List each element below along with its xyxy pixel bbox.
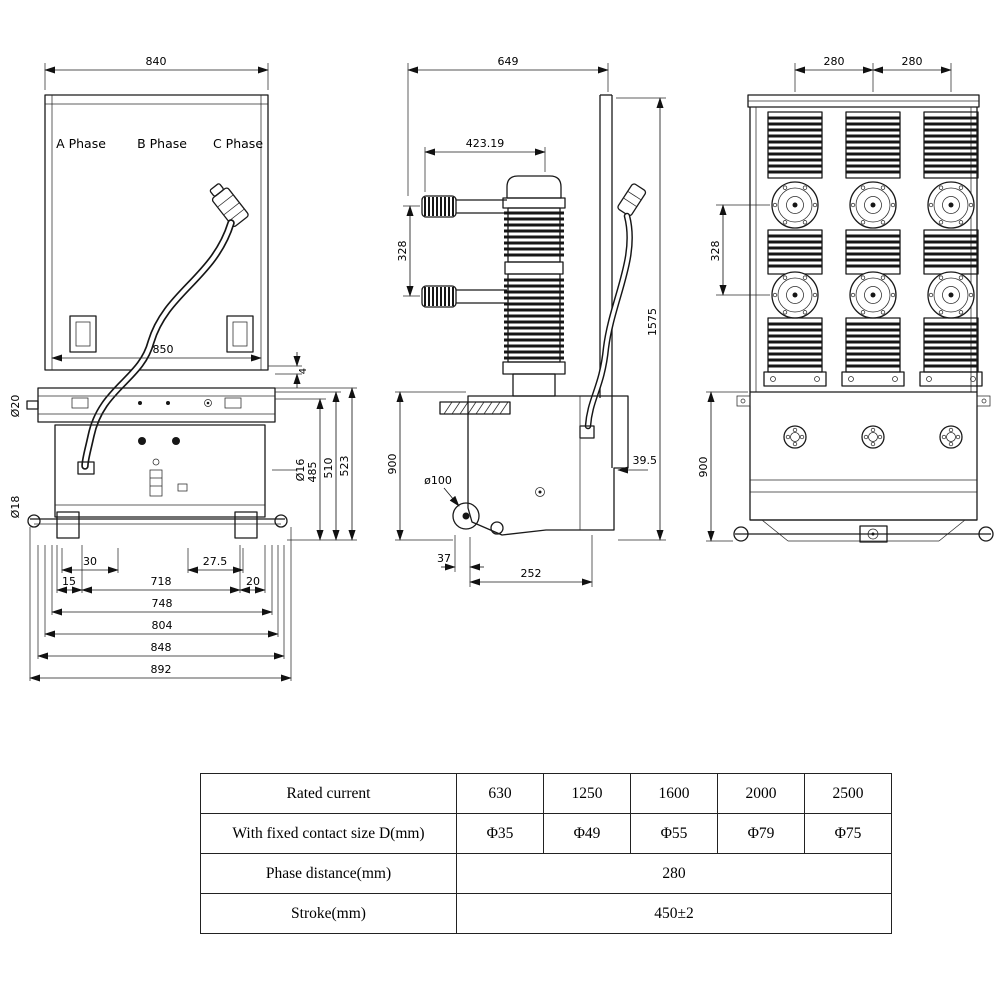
dim-485-label: 485: [306, 462, 319, 483]
front-bottom-dims: 30 27.5 15 718 20 748 804 848 892: [29, 527, 292, 682]
side-dim-dia100: ø100: [424, 474, 460, 507]
phase-distance-label: Phase distance(mm): [200, 853, 457, 894]
rear-fan-a: [783, 425, 807, 449]
rated-current-value-4: 2000: [717, 773, 805, 814]
contact-size-value-5: Φ75: [804, 813, 892, 854]
side-lower-frame: [439, 395, 629, 536]
spec-table: Rated current 630 1250 1600 2000 2500 Wi…: [200, 773, 892, 934]
spec-table-container: Rated current 630 1250 1600 2000 2500 Wi…: [200, 773, 892, 934]
dim-39-5-label: 39.5: [633, 454, 658, 467]
dim-dia18-label: Ø18: [9, 496, 22, 519]
dim-848-label: 848: [151, 641, 172, 654]
side-dim-1575: 1575: [616, 97, 666, 541]
dim-900-rear-label: 900: [697, 457, 710, 478]
front-right-dims: Ø16 485 510 523: [272, 387, 357, 541]
front-base-frame: [26, 387, 288, 539]
dim-1575-label: 1575: [646, 308, 659, 336]
rear-pole-c: [918, 110, 984, 388]
side-dim-42319: 423.19: [424, 137, 546, 192]
front-dim-840: 840: [44, 55, 269, 90]
contact-size-value-4: Φ79: [717, 813, 805, 854]
phase-distance-value: 280: [456, 853, 892, 894]
spec-row-stroke: Stroke(mm) 450±2: [200, 893, 892, 934]
front-view: 840 A Phase B Phase C Phase: [9, 55, 357, 682]
dim-900-side-label: 900: [386, 454, 399, 475]
dim-15-label: 15: [62, 575, 76, 588]
dim-804-label: 804: [152, 619, 173, 632]
front-cabinet: A Phase B Phase C Phase 850: [44, 94, 269, 475]
phase-a-label: A Phase: [56, 136, 106, 151]
spec-row-contact-size: With fixed contact size D(mm) Φ35 Φ49 Φ5…: [200, 813, 892, 854]
dim-4-label: 4: [298, 368, 309, 374]
dim-523-label: 523: [338, 456, 351, 477]
stroke-value: 450±2: [456, 893, 892, 934]
dim-37-label: 37: [437, 552, 451, 565]
dim-892-label: 892: [151, 663, 172, 676]
side-pole: [502, 175, 566, 397]
dim-dia100-label: ø100: [424, 474, 452, 487]
dim-42319-label: 423.19: [466, 137, 505, 150]
dim-840-label: 840: [146, 55, 167, 68]
side-view: 649 423.19: [386, 55, 666, 587]
contact-size-value-3: Φ55: [630, 813, 718, 854]
dim-280a-label: 280: [824, 55, 845, 68]
rear-pole-a: [762, 110, 828, 388]
dim-252-label: 252: [521, 567, 542, 580]
side-rear-frame: [579, 94, 647, 468]
rated-current-value-1: 630: [456, 773, 544, 814]
rated-current-value-2: 1250: [543, 773, 631, 814]
dim-280b-label: 280: [902, 55, 923, 68]
side-dim-252: 252: [469, 535, 593, 587]
side-dim-37: 37: [437, 535, 484, 587]
dim-718-label: 718: [151, 575, 172, 588]
rated-current-value-3: 1600: [630, 773, 718, 814]
dim-510-label: 510: [322, 458, 335, 479]
rear-body: [733, 94, 994, 543]
dim-328-side-label: 328: [396, 241, 409, 262]
dim-30-label: 30: [83, 555, 97, 568]
side-dim-39-5: 39.5: [617, 454, 658, 474]
stroke-label: Stroke(mm): [200, 893, 457, 934]
rated-current-value-5: 2500: [804, 773, 892, 814]
phase-c-label: C Phase: [213, 136, 263, 151]
contact-size-value-1: Φ35: [456, 813, 544, 854]
dim-dia20-label: Ø20: [9, 395, 22, 418]
spec-row-phase-distance: Phase distance(mm) 280: [200, 853, 892, 894]
phase-b-label: B Phase: [137, 136, 187, 151]
rear-dim-280: 280 280: [794, 55, 952, 92]
rear-dim-328: 328: [709, 204, 770, 296]
dim-20-label: 20: [246, 575, 260, 588]
front-dim-4: 4: [268, 352, 309, 388]
dim-850-label: 850: [153, 343, 174, 356]
rated-current-label: Rated current: [200, 773, 457, 814]
plug-connector: [209, 183, 249, 228]
dim-328-rear-label: 328: [709, 241, 722, 262]
side-dim-328: 328: [396, 205, 420, 297]
spec-row-rated-current: Rated current 630 1250 1600 2000 2500: [200, 773, 892, 814]
rear-fan-b: [861, 425, 885, 449]
rear-view: 280 280: [697, 55, 994, 543]
dim-748-label: 748: [152, 597, 173, 610]
rear-fan-c: [939, 425, 963, 449]
engineering-drawing: 840 A Phase B Phase C Phase: [9, 55, 994, 682]
contact-size-label: With fixed contact size D(mm): [200, 813, 457, 854]
dim-dia16-label: Ø16: [294, 459, 307, 482]
side-dim-900: 900: [386, 391, 466, 541]
rear-dim-900: 900: [697, 391, 748, 542]
rear-pole-b: [840, 110, 906, 388]
dim-649-label: 649: [498, 55, 519, 68]
contact-size-value-2: Φ49: [543, 813, 631, 854]
dim-27-5-label: 27.5: [203, 555, 228, 568]
side-dim-649: 649: [407, 55, 609, 196]
side-plug-connector: [617, 183, 647, 217]
side-contact-arms: [421, 195, 507, 308]
